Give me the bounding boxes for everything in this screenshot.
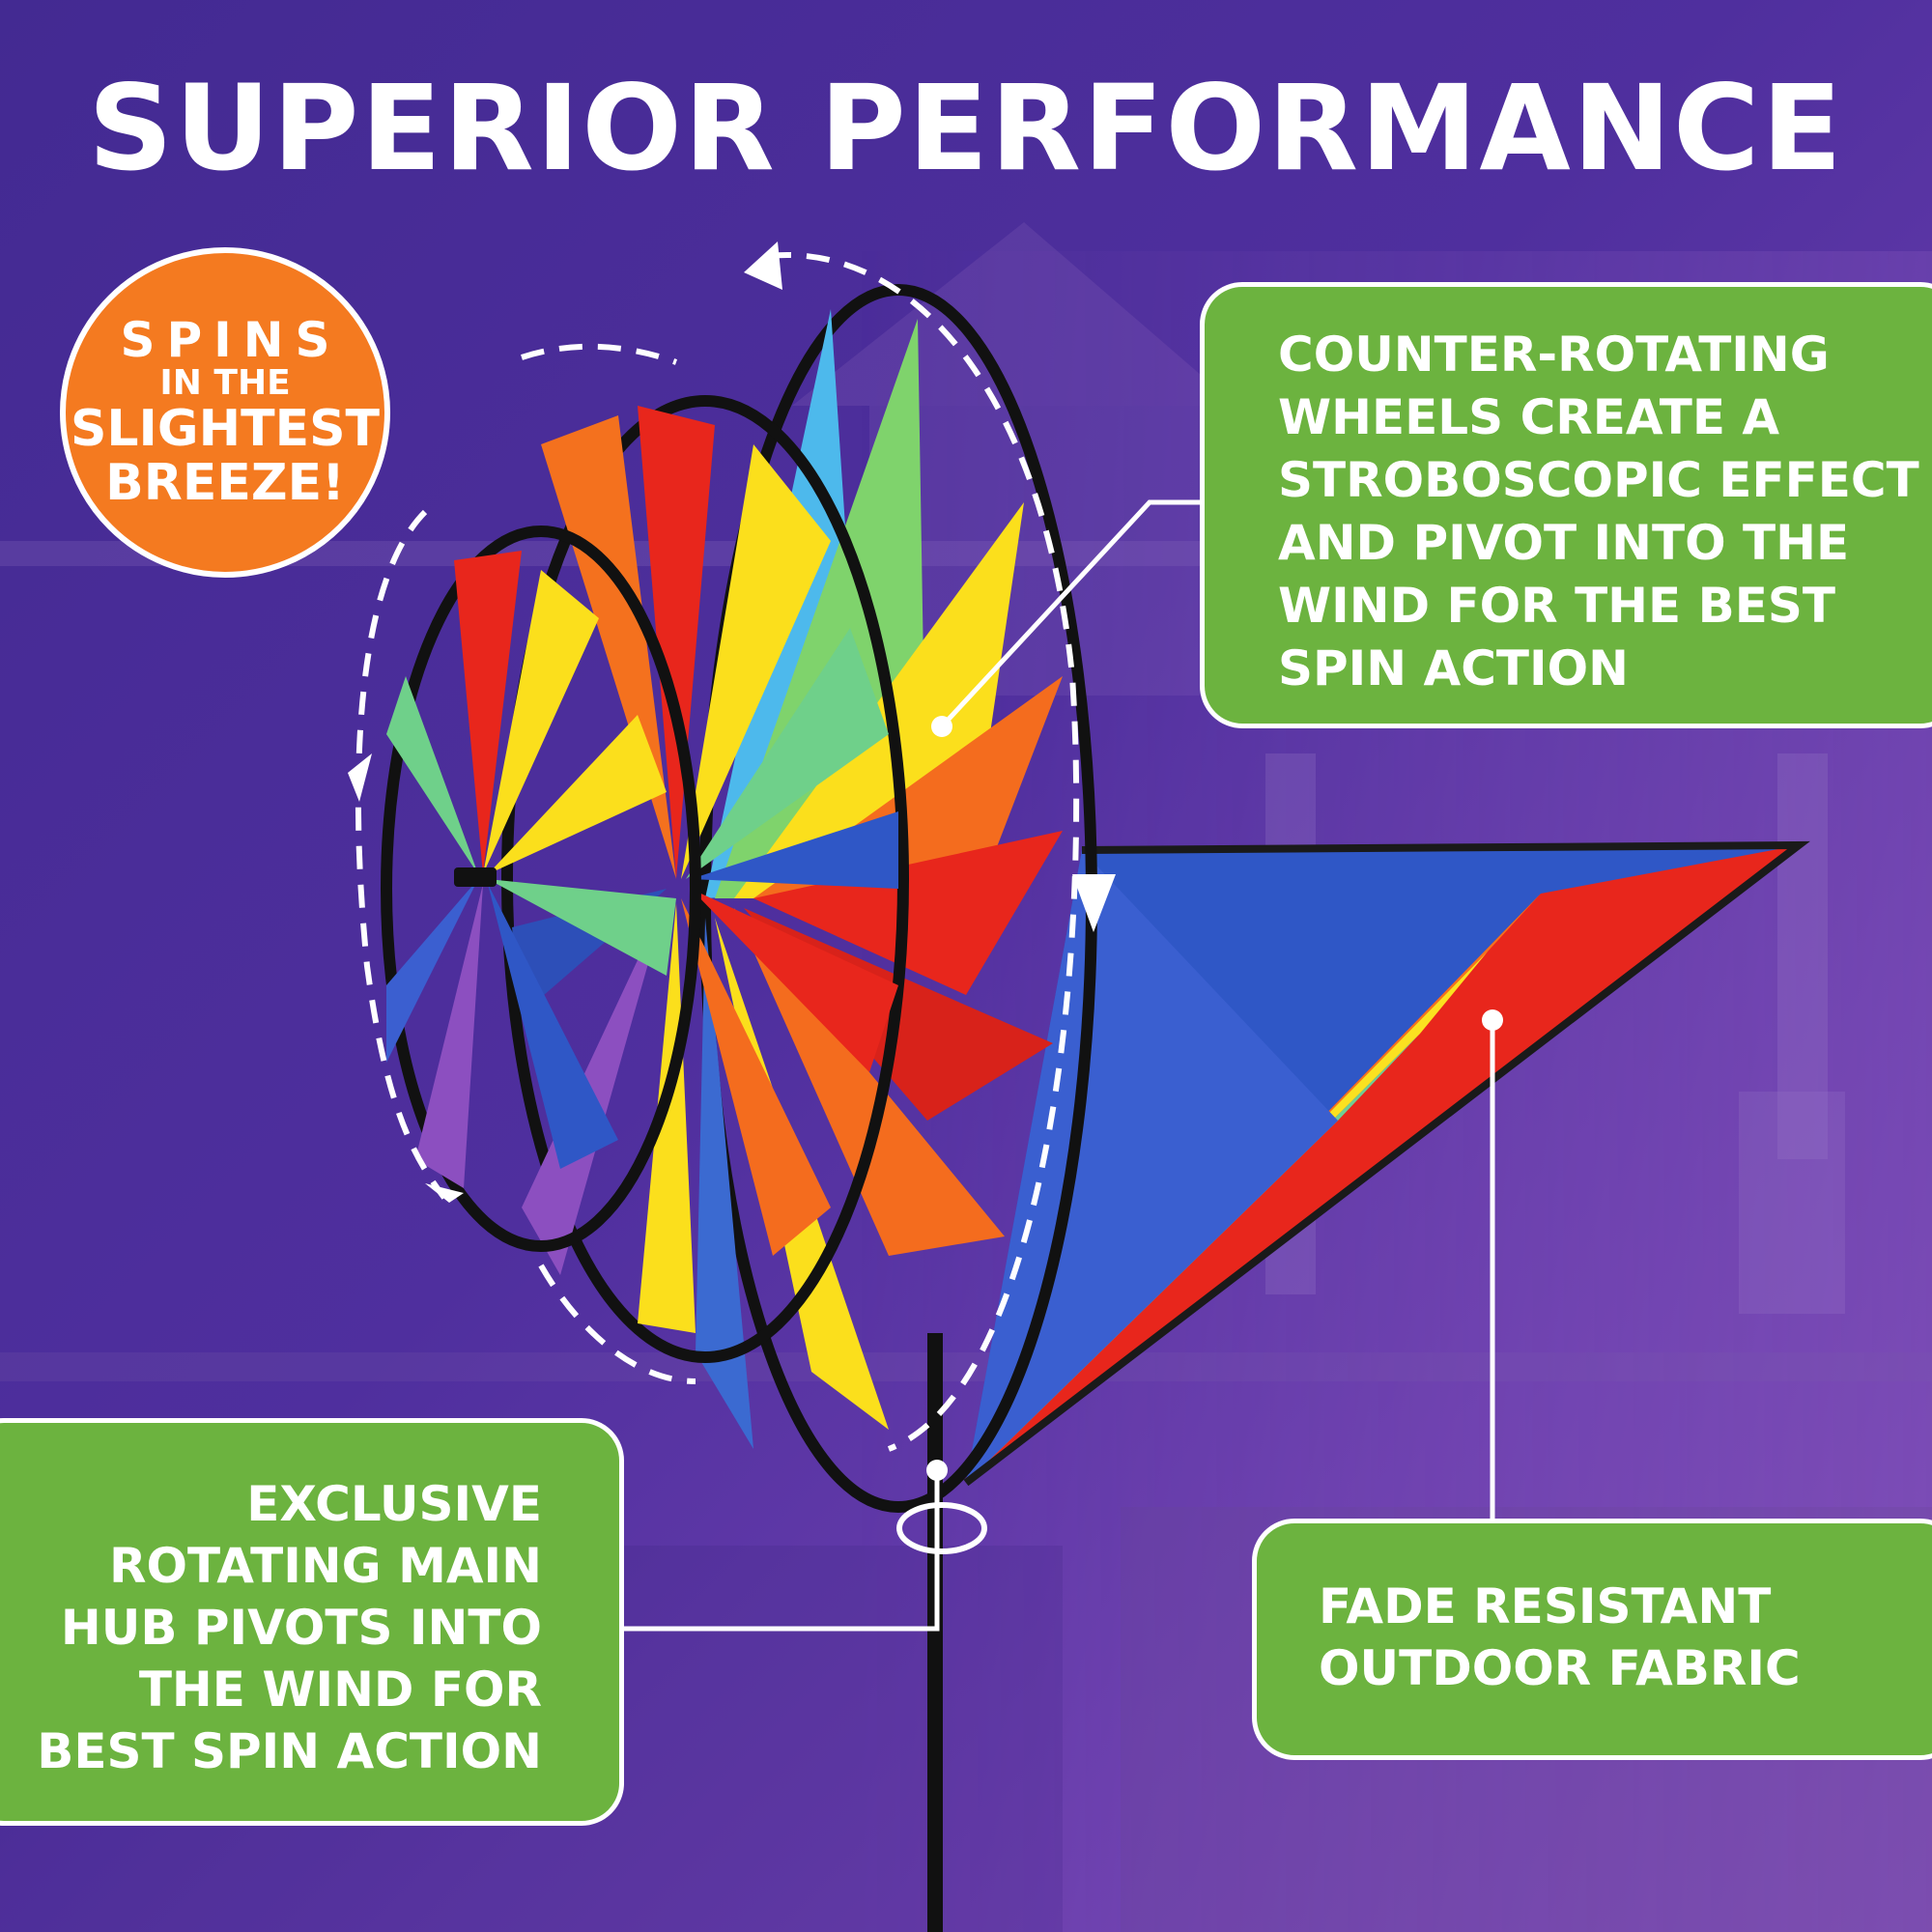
callout-fade-resistant: FADE RESISTANT OUTDOOR FABRIC	[1252, 1519, 1932, 1760]
small-wheel	[381, 526, 701, 1252]
callout-counter-rotating: COUNTER-ROTATING WHEELS CREATE A STROBOS…	[1200, 282, 1932, 728]
page-title: SUPERIOR PERFORMANCE	[88, 60, 1844, 197]
callout-line: SPIN ACTION	[1278, 640, 1629, 696]
callout-connectors	[624, 499, 1495, 1632]
arrowheads	[348, 242, 1116, 1203]
badge-line-4: BREEZE!	[105, 454, 345, 513]
callout-rotating-hub: EXCLUSIVE ROTATING MAIN HUB PIVOTS INTO …	[0, 1418, 624, 1826]
badge-line-1: SPINS	[120, 311, 342, 368]
medium-wheel	[501, 395, 909, 1363]
callout-line: BEST SPIN ACTION	[37, 1723, 542, 1779]
callout-line: COUNTER-ROTATING	[1278, 327, 1830, 383]
callout-line: ROTATING MAIN	[109, 1538, 542, 1594]
callout-line: AND PIVOT INTO THE	[1278, 515, 1850, 571]
callout-line: FADE RESISTANT	[1319, 1578, 1772, 1634]
callout-line: WIND FOR THE BEST	[1278, 578, 1835, 634]
callout-line: OUTDOOR FABRIC	[1319, 1640, 1801, 1696]
rainbow-tail-fin	[963, 840, 1810, 1487]
connector-dots	[926, 716, 1503, 1481]
callout-line: HUB PIVOTS INTO	[60, 1600, 542, 1656]
callout-line: THE WIND FOR	[138, 1662, 542, 1718]
spinner-pole	[927, 1333, 943, 1932]
callout-line: STROBOSCOPIC EFFECT	[1278, 452, 1919, 508]
badge-line-2: IN THE	[159, 363, 291, 404]
callout-line: WHEELS CREATE A	[1278, 389, 1780, 445]
callout-line: EXCLUSIVE	[246, 1476, 542, 1532]
rotation-arrows	[355, 252, 1080, 1452]
badge-line-3: SLIGHTEST	[70, 399, 381, 458]
pivot-rotation-icon	[896, 1502, 987, 1554]
spins-badge: SPINS IN THE SLIGHTEST BREEZE!	[60, 247, 390, 578]
